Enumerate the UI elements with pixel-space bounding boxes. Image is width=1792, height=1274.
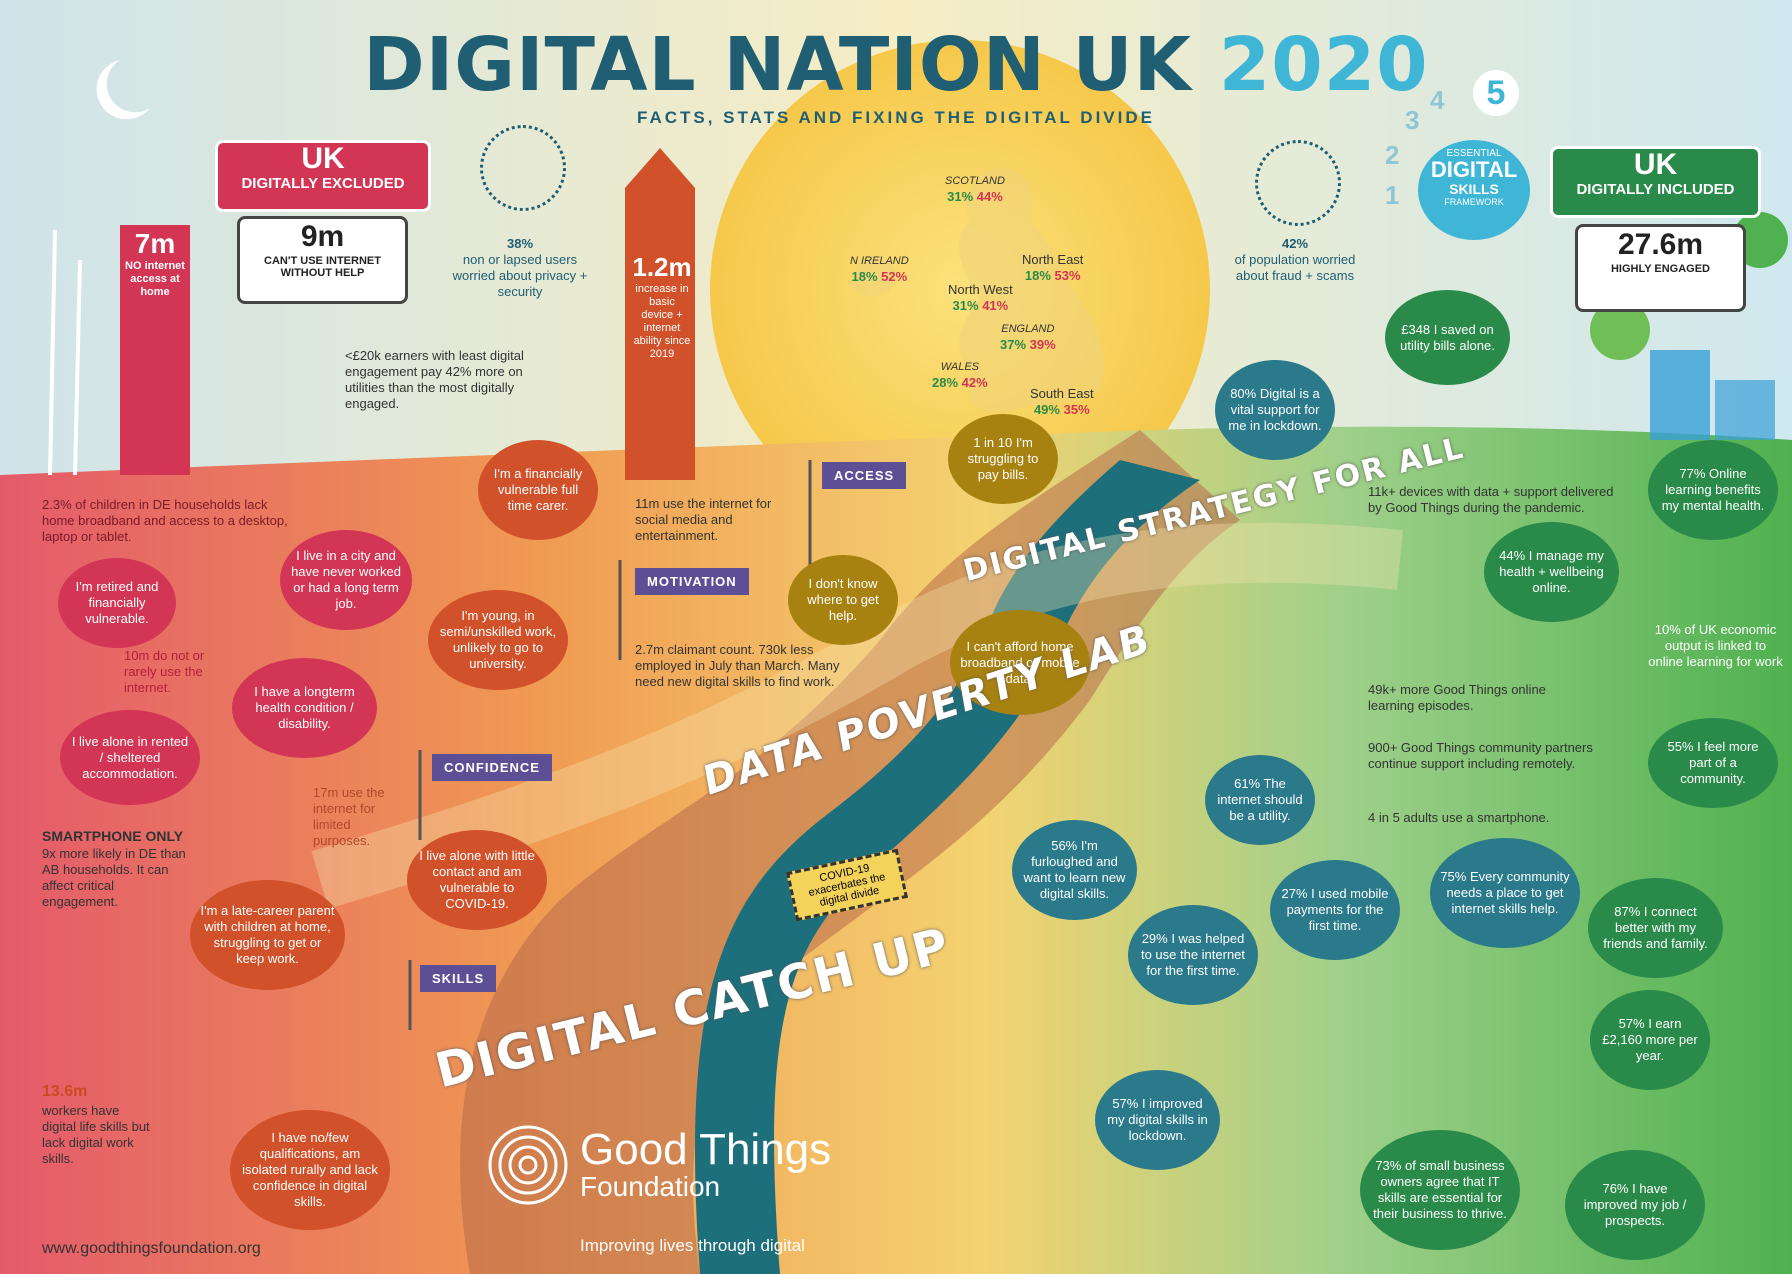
bubble-cant-afford: I can't afford home broadband or mobile …: [950, 610, 1090, 715]
workers-stat-text: workers have digital life skills but lac…: [42, 1103, 150, 1166]
uk-map: [959, 168, 1104, 413]
no-access-stat: 7m NO internet access at home: [125, 228, 185, 298]
flag-confidence: CONFIDENCE: [432, 754, 552, 781]
highly-engaged-box: 27.6m HIGHLY ENGAGED: [1575, 224, 1746, 312]
fraud-stat: 42%of population worried about fraud + s…: [1234, 236, 1356, 283]
rarely-use-text: 10m do not or rarely use the internet.: [124, 648, 205, 695]
essential-digital-skills-badge: ESSENTIAL DIGITAL SKILLS FRAMEWORK: [1418, 140, 1530, 240]
privacy-stat: 38%non or lapsed users worried about pri…: [452, 236, 588, 299]
moon: [96, 60, 150, 120]
sun: [710, 40, 1210, 540]
road-path: [311, 522, 1403, 909]
social-media-text: 11m use the internet for social media an…: [635, 496, 772, 543]
excluded-tower: [120, 225, 190, 475]
tree: [1732, 212, 1788, 268]
flag-access: ACCESS: [822, 462, 907, 489]
bubble-dont-know: I don't know where to get help.: [788, 555, 898, 645]
bubble-utility: 61% The internet should be a utility.: [1205, 755, 1315, 845]
tree: [1590, 300, 1650, 360]
flag-motivation: MOTIVATION: [635, 568, 749, 595]
page-subtitle: FACTS, STATS AND FIXING THE DIGITAL DIVI…: [637, 108, 1155, 127]
bubble-helped: 29% I was helped to use the internet for…: [1128, 905, 1258, 1005]
river: [695, 460, 1200, 1274]
bubble-mobile-payments: 27% I used mobile payments for the first…: [1270, 860, 1400, 960]
ni-map: [850, 256, 896, 297]
fraud-eye-icon: [1255, 140, 1341, 226]
bubble-1-in-10: 1 in 10 I'm struggling to pay bills.: [948, 414, 1058, 504]
children-text: 2.3% of children in DE households lack h…: [42, 497, 288, 544]
framework-step-5: 5: [1473, 70, 1519, 116]
bubble-alone-covid: I live alone with little contact and am …: [407, 830, 547, 930]
digitally-excluded-sign: UK DIGITALLY EXCLUDED: [215, 140, 431, 212]
bubble-saved-348: £348 I saved on utility bills alone.: [1385, 290, 1510, 385]
bubble-live-alone: I live alone in rented / sheltered accom…: [60, 710, 200, 805]
bubble-vital-support: 80% Digital is a vital support for me in…: [1215, 360, 1335, 460]
bubble-wellbeing: 44% I manage my health + wellbeing onlin…: [1484, 522, 1619, 622]
bubble-retired: I'm retired and financially vulnerable.: [58, 558, 176, 648]
website-url[interactable]: www.goodthingsfoundation.org: [42, 1240, 261, 1257]
bubble-small-business: 73% of small business owners agree that …: [1360, 1130, 1520, 1250]
bubble-improved-skills: 57% I improved my digital skills in lock…: [1095, 1070, 1220, 1170]
cant-use-internet-box: 9m CAN'T USE INTERNET WITHOUT HELP: [237, 216, 408, 304]
city-buildings: [1650, 350, 1710, 440]
bubble-earn-more: 57% I earn £2,160 more per year.: [1590, 990, 1710, 1090]
earners-text: <£20k earners with least digital engagem…: [345, 348, 524, 411]
bubble-parent: I'm a late-career parent with children a…: [190, 880, 345, 990]
bubble-job-prospects: 76% I have improved my job / prospects.: [1565, 1150, 1705, 1260]
partners-text: 900+ Good Things community partners cont…: [1368, 740, 1593, 771]
bubble-furloughed: 56% I'm furloughed and want to learn new…: [1012, 820, 1137, 920]
digitally-included-sign: UK DIGITALLY INCLUDED: [1550, 146, 1761, 218]
increase-stat: 1.2m increase in basic device + internet…: [632, 252, 692, 360]
claimant-text: 2.7m claimant count. 730k less employed …: [635, 642, 840, 689]
flag-skills: SKILLS: [420, 965, 497, 992]
increase-tower: [625, 148, 695, 480]
good-things-logo: Good Things Foundation: [580, 1125, 832, 1202]
page-title: DIGITAL NATION UK 2020: [363, 22, 1429, 108]
privacy-eye-icon: [480, 125, 566, 211]
bubble-part-of-community: 55% I feel more part of a community.: [1648, 718, 1778, 808]
bubble-carer: I'm a financially vulnerable full time c…: [478, 440, 598, 540]
smartphone-stat-text: 4 in 5 adults use a smartphone.: [1368, 810, 1550, 825]
bare-trees: [48, 229, 82, 476]
bubble-health: I have a longterm health condition / dis…: [232, 658, 377, 758]
bubble-city: I live in a city and have never worked o…: [280, 530, 412, 630]
bubble-young: I'm young, in semi/unskilled work, unlik…: [428, 590, 568, 690]
devices-text: 11k+ devices with data + support deliver…: [1368, 484, 1614, 515]
city-buildings-2: [1715, 380, 1775, 440]
workers-stat-big: 13.6m: [42, 1083, 88, 1100]
fingerprint-logo: [488, 1125, 568, 1205]
smartphone-only-heading: SMARTPHONE ONLY: [42, 828, 184, 844]
economic-output-text: 10% of UK economic output is linked to o…: [1648, 622, 1783, 669]
episodes-text: 49k+ more Good Things online learning ep…: [1368, 682, 1546, 713]
limited-use-text: 17m use the internet for limited purpose…: [313, 785, 385, 848]
bubble-no-qualifications: I have no/few qualifications, am isolate…: [230, 1110, 390, 1230]
smartphone-only-text: 9x more likely in DE than AB households.…: [42, 846, 186, 909]
tagline: Improving lives through digital: [580, 1236, 805, 1255]
bubble-connect-better: 87% I connect better with my friends and…: [1588, 878, 1723, 978]
bubble-mental-health: 77% Online learning benefits my mental h…: [1648, 440, 1778, 540]
bubble-community-place: 75% Every community needs a place to get…: [1430, 838, 1580, 948]
